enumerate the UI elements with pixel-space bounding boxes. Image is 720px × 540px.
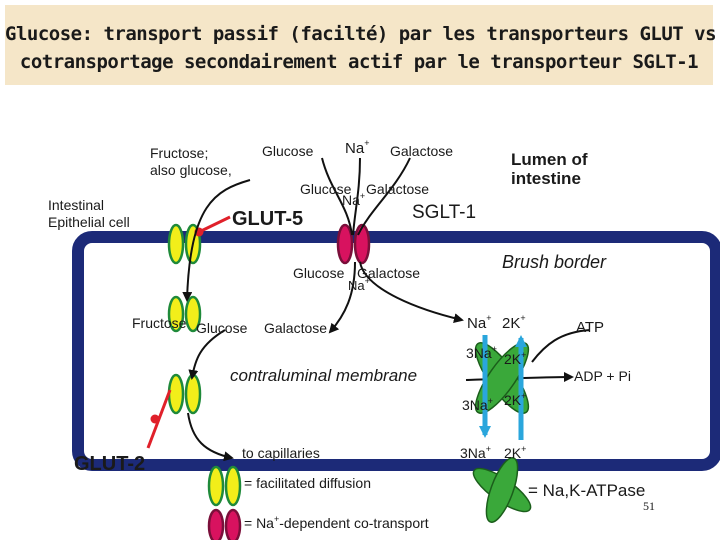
page-number: 51 [643,499,655,513]
flow-arrows [182,157,591,462]
k2-upper-label: 2K+ [504,350,526,367]
contraluminal-label: contraluminal membrane [230,366,417,385]
legend-cotransport-symbol [207,508,242,540]
galactose-to-sglt-arrow [357,157,411,236]
glucose-to-sglt-arrow [321,157,353,236]
na-to-sglt-arrow [352,157,361,236]
epithelial-label-line1: Intestinal [48,197,104,213]
glucose-mid-label: Glucose [300,181,352,197]
glut5-transporter [167,223,202,265]
sglt-to-cell-arrow [328,261,356,334]
glut2-transporter-upper [167,295,202,333]
k-pump-top-label: 2K+ [502,313,526,332]
na3-lower-label: 3Na+ [462,396,493,413]
glut2-red-marker [146,389,172,449]
legend-atpase-label: = Na,K-ATPase [528,481,645,500]
na-to-pump-arrow [359,261,464,324]
sglt1-transporter [336,223,371,265]
epithelial-label-line2: Epithelial cell [48,214,130,230]
title-line-1: Glucose: transport passif (facilté) par … [5,23,720,45]
cell-membrane [72,231,720,471]
galactose-mid-label: Galactose [366,181,429,197]
na3-upper-label: 3Na+ [466,344,497,361]
na-k-atpase-pump [474,342,530,414]
lumen-label-line2: intestine [511,169,581,188]
legend-atpase-symbol [472,457,532,523]
lumen-label-line1: Lumen of [511,150,588,169]
fructose-label-line1: Fructose; [150,145,208,161]
na-mid-label: Na+ [342,191,365,208]
to-capillaries-arrow [187,412,234,462]
glut2-transporter-lower [167,373,202,415]
legend-facilitated-symbol [207,465,242,507]
na-top-label: Na+ [345,138,369,157]
sglt1-label: SGLT-1 [412,202,476,223]
atp-label: ATP [576,319,604,336]
to-capillaries-label: to capillaries [242,445,320,461]
glucose-top-label: Glucose [262,143,314,159]
fructose-inflow-arrow [182,179,251,302]
glut5-label: GLUT-5 [232,208,303,230]
na3-bottom-label: 3Na+ [460,444,491,461]
legend-cotransport-label: = Na+-dependent co-transport [244,514,429,531]
glucose-low-label: Glucose [196,320,248,336]
galactose-inside-label: Galactose [357,265,420,281]
title-banner: Glucose: transport passif (facilté) par … [5,5,720,85]
legend-facilitated-label: = facilitated diffusion [244,475,371,491]
fructose-label-line2: also glucose, [150,162,232,178]
galactose-top-label: Galactose [390,143,453,159]
k2-lower-label: 2K+ [504,391,526,408]
brush-border-label: Brush border [502,252,607,272]
na-pump-top-label: Na+ [467,313,491,332]
na-inside-label: Na+ [348,276,370,293]
title-line-2: cotransportage secondairement actif par … [19,51,699,73]
adp-label: ADP + Pi [574,368,631,384]
fructose-low-label: Fructose [132,315,187,331]
k2-bottom-label: 2K+ [504,444,526,461]
atp-link-arrow [531,329,591,363]
glucose-inside-label: Glucose [293,265,345,281]
atp-to-adp-arrow [465,372,574,383]
galactose-low-label: Galactose [264,320,327,336]
glut2-label: GLUT-2 [74,453,145,475]
glucose-to-glut2-arrow [188,329,226,380]
